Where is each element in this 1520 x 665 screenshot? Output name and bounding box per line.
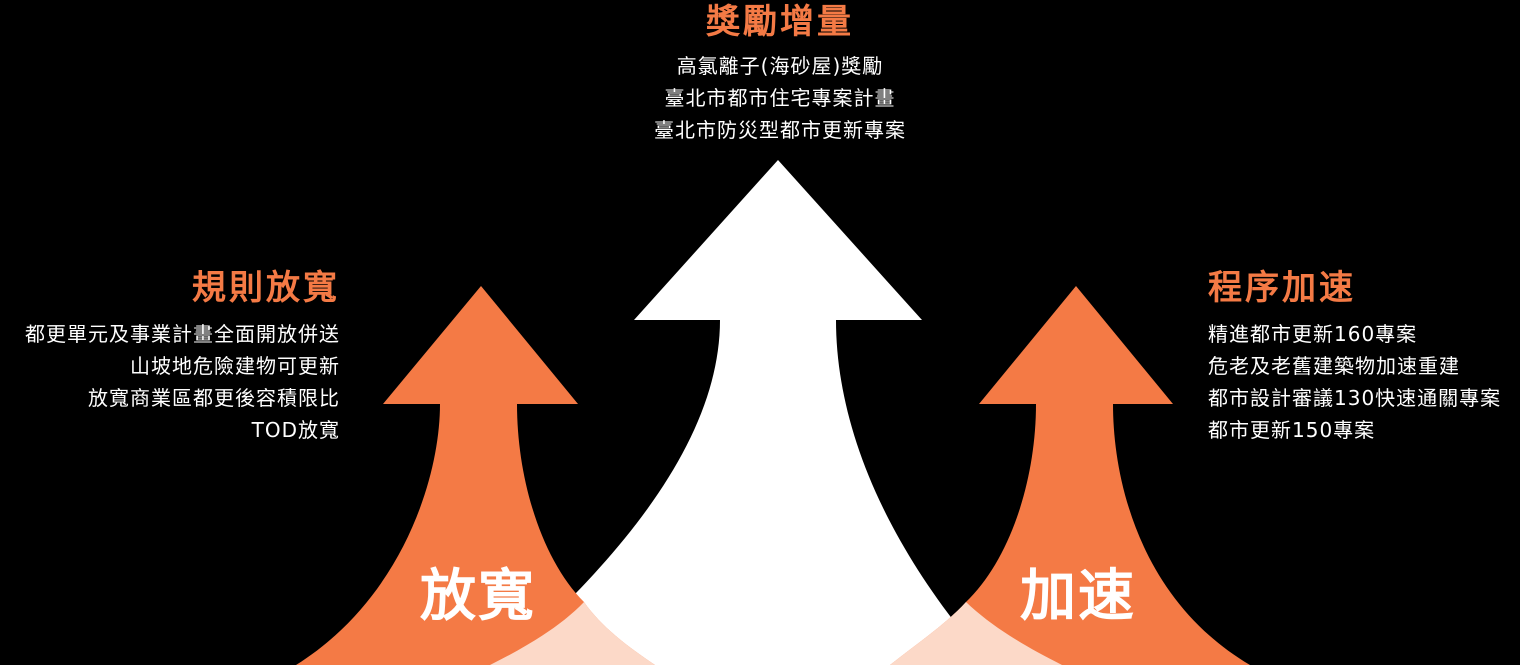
left-arrow bbox=[296, 286, 655, 665]
rule-relaxation-title: 規則放寬 bbox=[192, 268, 340, 308]
center-arrow bbox=[500, 160, 990, 665]
reward-increase-block: 獎勵增量 高氯離子(海砂屋)獎勵 臺北市都市住宅專案計畫 臺北市防災型都市更新專… bbox=[560, 2, 1000, 146]
list-item: 危老及老舊建築物加速重建 bbox=[1208, 354, 1460, 378]
list-item: 放寬商業區都更後容積限比 bbox=[88, 386, 340, 410]
rule-relaxation-list: 都更單元及事業計畫全面開放併送 山坡地危險建物可更新 放寬商業區都更後容積限比 … bbox=[25, 318, 340, 446]
left-arrow-label: 放寬 bbox=[420, 563, 536, 629]
list-item: 高氯離子(海砂屋)獎勵 bbox=[676, 54, 884, 78]
list-item: 臺北市都市住宅專案計畫 bbox=[664, 86, 896, 110]
process-acceleration-block: 程序加速 精進都市更新160專案 危老及老舊建築物加速重建 都市設計審議130快… bbox=[1208, 268, 1501, 446]
list-item: 山坡地危險建物可更新 bbox=[130, 354, 340, 378]
list-item: 精進都市更新160專案 bbox=[1208, 322, 1418, 346]
reward-increase-title: 獎勵增量 bbox=[706, 2, 854, 42]
list-item: 都市更新150專案 bbox=[1208, 418, 1376, 442]
process-acceleration-title: 程序加速 bbox=[1208, 268, 1356, 308]
list-item: 臺北市防災型都市更新專案 bbox=[654, 118, 906, 142]
rule-relaxation-block: 規則放寬 都更單元及事業計畫全面開放併送 山坡地危險建物可更新 放寬商業區都更後… bbox=[25, 268, 340, 446]
right-arrow-label: 加速 bbox=[1020, 563, 1136, 629]
reward-increase-list: 高氯離子(海砂屋)獎勵 臺北市都市住宅專案計畫 臺北市防災型都市更新專案 bbox=[560, 50, 1000, 146]
list-item: 都市設計審議130快速通關專案 bbox=[1208, 386, 1502, 410]
right-arrow-light-band bbox=[890, 602, 1062, 665]
left-arrow-light-band bbox=[490, 602, 655, 665]
list-item: TOD放寬 bbox=[251, 418, 340, 442]
process-acceleration-list: 精進都市更新160專案 危老及老舊建築物加速重建 都市設計審議130快速通關專案… bbox=[1208, 318, 1501, 446]
right-arrow bbox=[890, 286, 1250, 665]
list-item: 都更單元及事業計畫全面開放併送 bbox=[25, 322, 340, 346]
